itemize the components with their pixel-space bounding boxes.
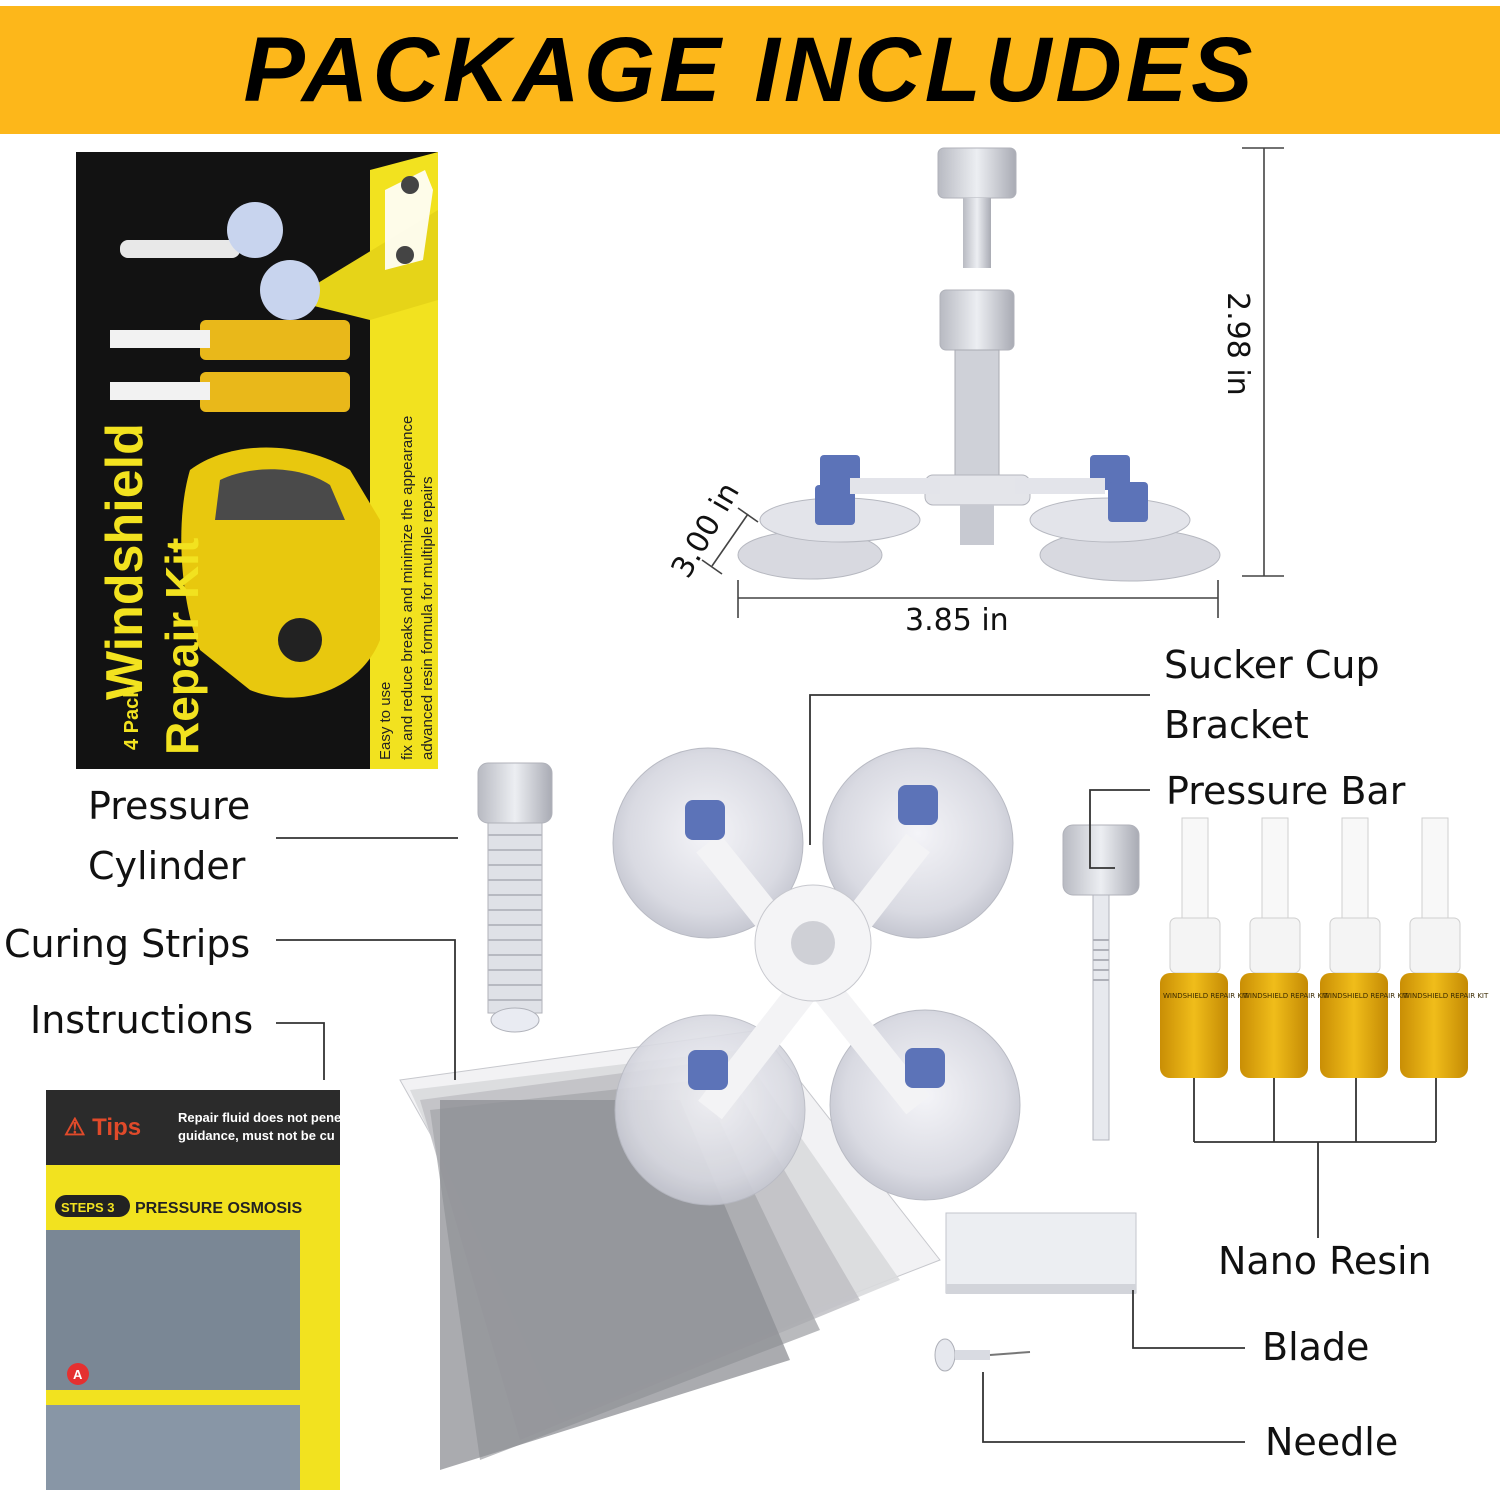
pressure-cylinder-image <box>477 762 553 1033</box>
box-line1: Easy to use <box>377 682 394 760</box>
label-needle: Needle <box>1265 1420 1399 1464</box>
needle-image <box>934 1338 1031 1372</box>
nano-resin-bottles: WINDSHIELD REPAIR KIT WINDSHIELD REPAIR … <box>1160 817 1489 1078</box>
booklet-text: ⚠ Tips Repair fluid does not pene guidan… <box>61 1110 341 1382</box>
leader-lines <box>276 694 1437 1443</box>
header-banner: PACKAGE INCLUDES <box>0 6 1500 134</box>
dimension-lines <box>701 147 1284 618</box>
steps-badge: STEPS 3 <box>61 1200 114 1215</box>
box-text: Windshield Repair Kit 4 Pack Easy to use… <box>96 416 436 760</box>
tool-image <box>120 240 240 258</box>
product-box <box>76 152 438 769</box>
label-instructions: Instructions <box>30 998 254 1042</box>
label-curing-strips: Curing Strips <box>4 922 251 966</box>
label-blade: Blade <box>1262 1325 1370 1369</box>
label-pressure: Pressure <box>88 784 251 828</box>
tips-text: guidance, must not be cu <box>178 1128 335 1143</box>
photo-marker: A <box>73 1367 83 1382</box>
resin-bottle <box>1240 817 1308 1078</box>
box-badge: 4 Pack <box>121 686 143 750</box>
bottle-label: WINDSHIELD REPAIR KIT <box>1163 992 1249 1000</box>
tips-title: ⚠ Tips <box>64 1114 141 1141</box>
width-dimension: 3.85 in <box>905 603 1009 638</box>
bottle-label: WINDSHIELD REPAIR KIT <box>1323 992 1409 1000</box>
instruction-photo <box>46 1405 300 1490</box>
box-title-line2: Repair Kit <box>156 538 208 755</box>
tips-text: Repair fluid does not pene <box>178 1110 341 1125</box>
resin-bottle <box>1320 817 1388 1078</box>
depth-dimension: 3.00 in <box>665 477 747 584</box>
blade-image <box>945 1212 1137 1294</box>
label-bracket: Bracket <box>1164 703 1309 747</box>
instruction-photo <box>46 1230 300 1390</box>
label-nano-resin: Nano Resin <box>1218 1239 1432 1283</box>
resin-bottle <box>1400 817 1468 1078</box>
box-title-line1: Windshield <box>96 423 154 700</box>
label-sucker-cup: Sucker Cup <box>1164 643 1380 687</box>
assembled-tool-image <box>737 147 1221 582</box>
bottle-label: WINDSHIELD REPAIR KIT <box>1243 992 1329 1000</box>
curing-strips-image <box>399 1029 941 1470</box>
box-line3: advanced resin formula for multiple repa… <box>419 477 436 760</box>
car-icon <box>385 170 433 270</box>
bracket-image <box>612 747 1021 1206</box>
steps-title: PRESSURE OSMOSIS <box>135 1200 302 1217</box>
label-pressure-bar: Pressure Bar <box>1166 769 1406 813</box>
banner-title: PACKAGE INCLUDES <box>243 18 1257 121</box>
height-dimension: 2.98 in <box>1220 292 1255 396</box>
bottle-label: WINDSHIELD REPAIR KIT <box>1403 992 1489 1000</box>
pressure-bar-image <box>1062 824 1140 1141</box>
label-cylinder: Cylinder <box>88 844 246 888</box>
resin-bottle <box>1160 817 1228 1078</box>
box-line2: fix and reduce breaks and minimize the a… <box>399 416 416 760</box>
instruction-booklet <box>46 1090 340 1490</box>
